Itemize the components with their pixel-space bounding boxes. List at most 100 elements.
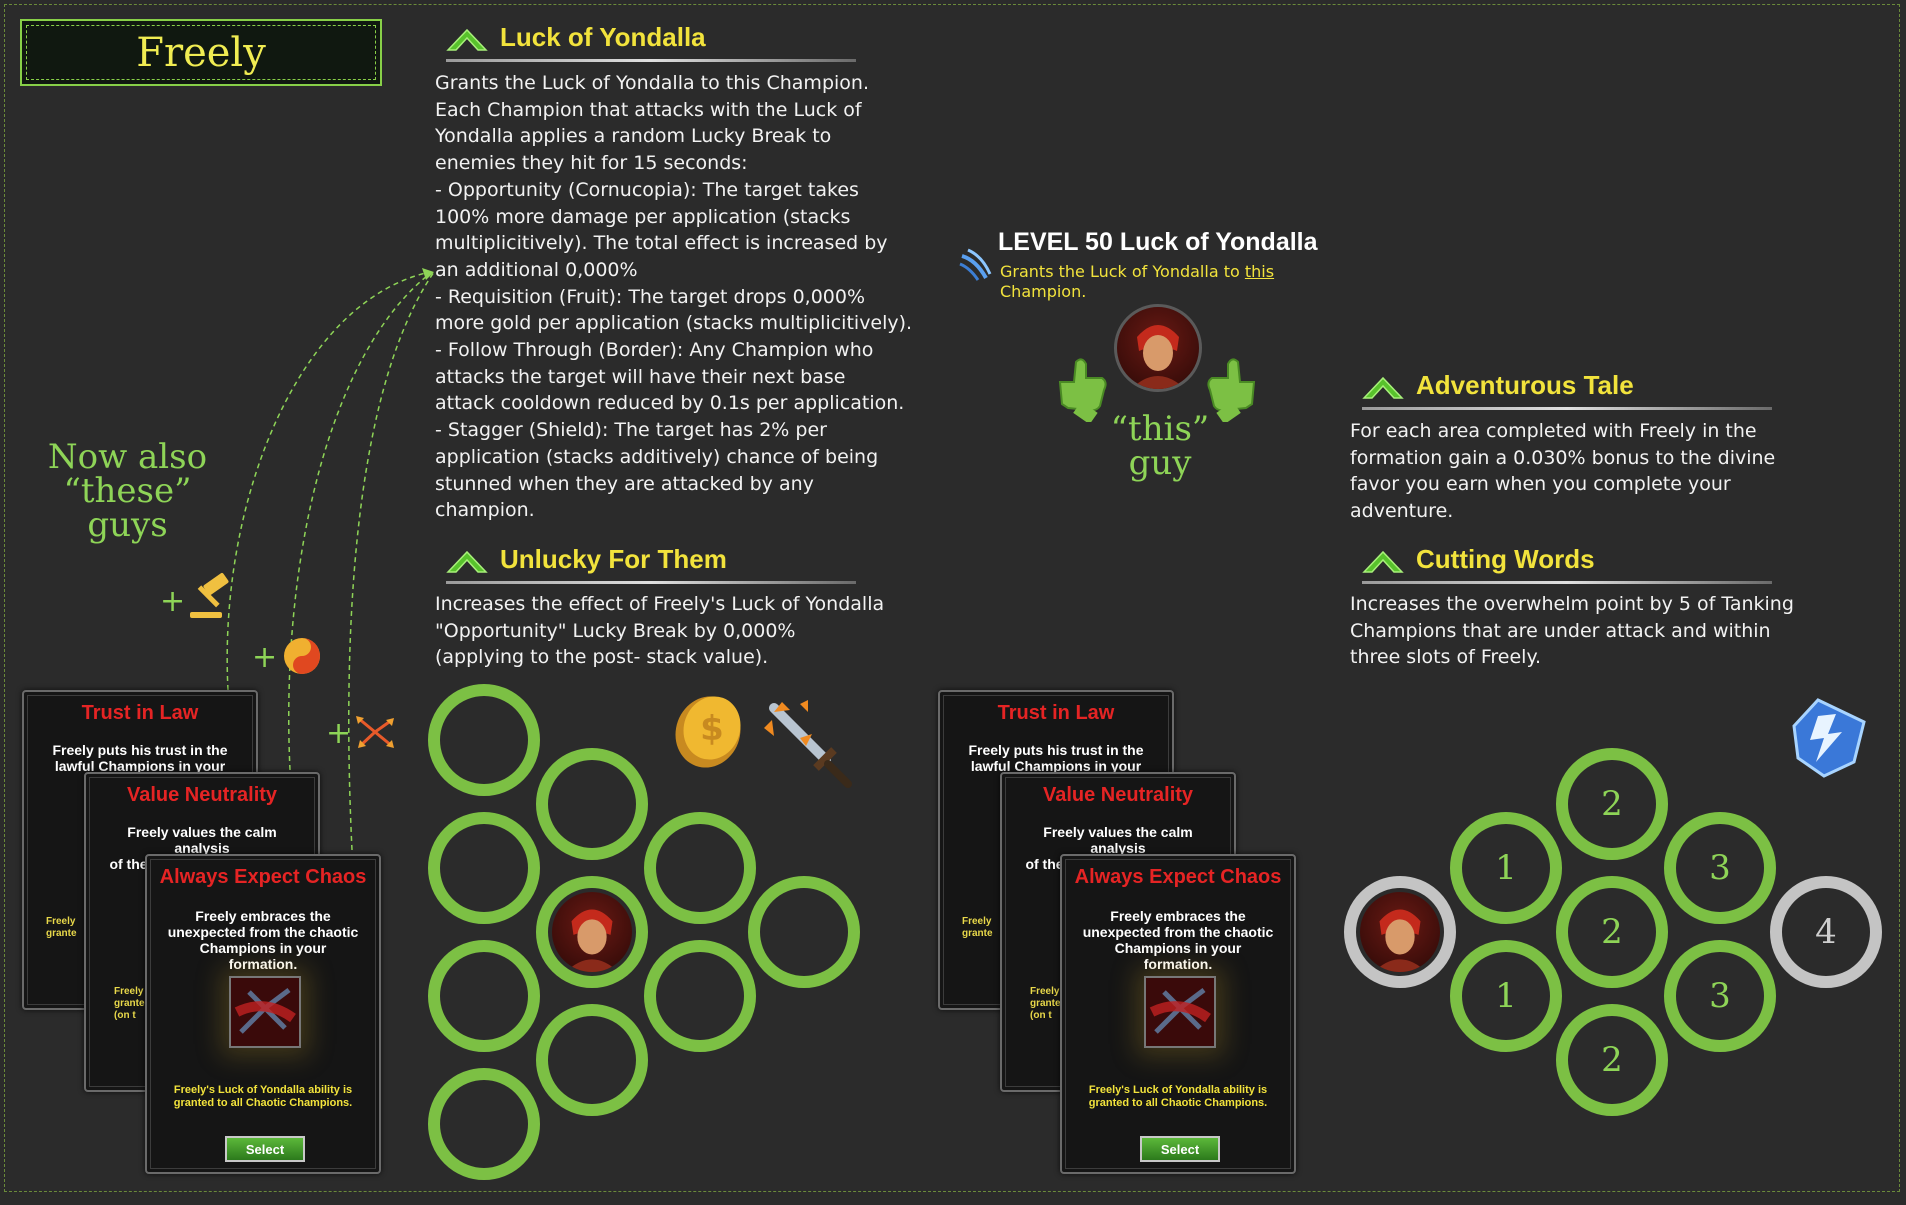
formation-slot[interactable] <box>644 940 756 1052</box>
formation-slot[interactable] <box>428 1068 540 1180</box>
card-text: Freely embraces the unexpected from the … <box>1080 908 1276 972</box>
description-line: - Requisition (Fruit): The target drops … <box>435 285 866 308</box>
card-peek-line: Freely <box>1030 986 1060 997</box>
slot-number: 3 <box>1709 848 1731 888</box>
card-footer-text: Freely's Luck of Yondalla ability is gra… <box>167 1084 359 1110</box>
card-footer-line: granted to all Chaotic Champions. <box>1088 1097 1268 1109</box>
card-title: Always Expect Chaos <box>1074 866 1282 888</box>
up-chevron-icon <box>1362 376 1404 399</box>
formation-slot-occupied[interactable] <box>1344 876 1456 988</box>
these-guys-label: Now also “these” guys <box>40 440 215 542</box>
description-line: For each area completed with Freely in t… <box>1350 420 1757 442</box>
level50-sub-part2: Champion. <box>1000 282 1087 301</box>
cutting-header: Cutting Words <box>1362 544 1595 574</box>
formation-slot-2[interactable]: 2 <box>1556 876 1668 988</box>
card-text-line: Freely values the calm analysis <box>1043 824 1193 856</box>
description-line: - Stagger (Shield): The target has 2% pe… <box>435 419 827 442</box>
card-peek-text: Freely grante <box>46 916 77 940</box>
formation-slot[interactable] <box>644 812 756 924</box>
adventurous-header: Adventurous Tale <box>1362 370 1634 400</box>
card-peek-text: Freely grante (on t <box>1030 986 1061 1022</box>
card-peek-text: Freely grante (on t <box>114 986 145 1022</box>
champion-name-box: Freely <box>20 19 382 86</box>
level50-sub-part1: Grants the Luck of Yondalla to <box>1000 262 1240 281</box>
card-footer-text: Freely's Luck of Yondalla ability is gra… <box>1082 1084 1274 1110</box>
plus-sign: + <box>160 584 186 619</box>
freely-portrait-level50 <box>1114 304 1202 392</box>
card-footer-line: Freely's Luck of Yondalla ability is <box>1088 1084 1268 1096</box>
card-footer-line: granted to all Chaotic Champions. <box>173 1097 353 1109</box>
luck-description: Grants the Luck of Yondalla to this Cham… <box>435 70 915 524</box>
description-line: "Opportunity" Lucky Break by 0,000% <box>435 619 796 642</box>
formation-slot-2[interactable]: 2 <box>1556 1004 1668 1116</box>
card-text-line: Freely embraces the <box>1110 908 1246 924</box>
formation-slot-occupied[interactable] <box>536 876 648 988</box>
unlucky-divider <box>446 581 856 584</box>
card-always-expect-chaos[interactable]: Always Expect Chaos Freely embraces the … <box>145 854 381 1174</box>
adventurous-title: Adventurous Tale <box>1416 370 1634 400</box>
cutting-divider <box>1362 581 1772 584</box>
description-line: enemies they hit for 15 seconds: <box>435 152 748 175</box>
level50-title: LEVEL 50 Luck of Yondalla <box>998 228 1318 256</box>
select-button[interactable]: Select <box>225 1136 305 1162</box>
card-peek-line: Freely <box>114 986 144 997</box>
chaos-arrows-card-icon <box>229 976 301 1048</box>
description-line: Each Champion that attacks with the Luck… <box>435 98 862 121</box>
formation-slot-1[interactable]: 1 <box>1450 812 1562 924</box>
card-text-line: Freely puts his trust in the <box>52 742 228 758</box>
formation-slot-3[interactable]: 3 <box>1664 940 1776 1052</box>
description-line: attacks the target will have their next … <box>435 365 846 388</box>
slot-number: 4 <box>1815 912 1837 952</box>
this-guy-label: “this” guy <box>1080 412 1240 480</box>
thumbs-up-icon <box>1058 358 1107 422</box>
description-line: application (stacks additively) chance o… <box>435 445 879 468</box>
gold-coin-icon: $ <box>675 696 741 768</box>
formation-slot-3[interactable]: 3 <box>1664 812 1776 924</box>
freely-face <box>565 909 619 972</box>
unlucky-description: Increases the effect of Freely's Luck of… <box>435 591 915 671</box>
freely-face <box>1131 325 1185 389</box>
freely-portrait <box>552 892 632 972</box>
formation-slot-4[interactable]: 4 <box>1770 876 1882 988</box>
card-peek-line: grante <box>962 928 993 939</box>
this-guy-line2: guy <box>1128 443 1192 483</box>
unlucky-header: Unlucky For Them <box>446 544 727 574</box>
formation-slot[interactable] <box>536 1004 648 1116</box>
card-text-line: Freely puts his trust in the <box>968 742 1144 758</box>
sword-icon <box>764 700 852 788</box>
card-peek-text: Freely grante <box>962 916 993 940</box>
card-footer-line: Freely's Luck of Yondalla ability is <box>173 1084 353 1096</box>
card-peek-line: grante <box>46 928 77 939</box>
plus-sign: + <box>326 716 352 751</box>
level50-subtitle: Grants the Luck of Yondalla to this Cham… <box>1000 262 1330 302</box>
formation-slot[interactable] <box>428 940 540 1052</box>
up-chevron-icon <box>446 550 488 573</box>
card-always-expect-chaos[interactable]: Always Expect Chaos Freely embraces the … <box>1060 854 1296 1174</box>
level50-sub-underlined: this <box>1244 262 1275 281</box>
card-peek-line: grante <box>1030 998 1061 1009</box>
description-line: Increases the overwhelm point by 5 of Ta… <box>1350 593 1794 615</box>
card-title: Value Neutrality <box>1042 784 1194 806</box>
card-text-line: unexpected from the chaotic <box>1082 924 1274 940</box>
description-line: (applying to the post- stack value). <box>435 646 769 669</box>
slot-number: 2 <box>1601 1040 1623 1080</box>
description-line: stunned when they are attacked by any <box>435 472 814 495</box>
slot-number: 3 <box>1709 976 1731 1016</box>
formation-slot[interactable] <box>748 876 860 988</box>
this-guy-line1: “this” <box>1110 409 1210 449</box>
formation-slot[interactable] <box>428 812 540 924</box>
formation-slot[interactable] <box>428 684 540 796</box>
up-chevron-icon <box>446 28 488 51</box>
luck-header: Luck of Yondalla <box>446 22 706 52</box>
freely-face <box>1373 909 1427 972</box>
slot-number: 1 <box>1495 848 1517 888</box>
formation-slot-1[interactable]: 1 <box>1450 940 1562 1052</box>
description-line: an additional 0,000% <box>435 258 638 281</box>
formation-slot-2[interactable]: 2 <box>1556 748 1668 860</box>
card-text: Freely puts his trust in the lawful Cham… <box>958 742 1154 774</box>
select-button[interactable]: Select <box>1140 1136 1220 1162</box>
luck-title: Luck of Yondalla <box>500 22 706 52</box>
formation-slot[interactable] <box>536 748 648 860</box>
card-text: Freely embraces the unexpected from the … <box>165 908 361 972</box>
card-text-line: Champions in your formation. <box>1114 940 1242 972</box>
